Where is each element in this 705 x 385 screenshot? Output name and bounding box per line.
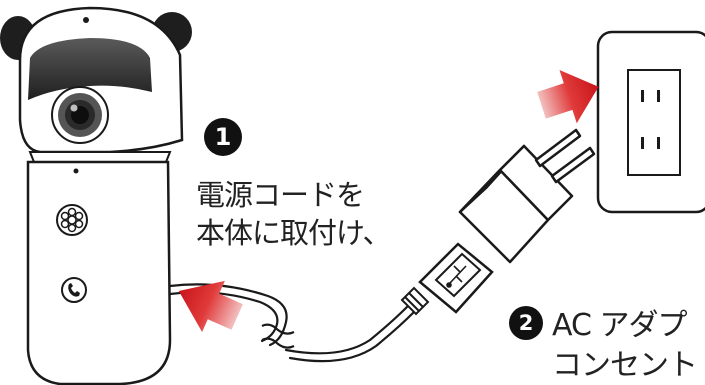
ac-adapter — [458, 128, 596, 264]
arrow-to-camera — [178, 280, 243, 333]
phone-icon — [61, 277, 87, 303]
camera-neck — [28, 151, 172, 163]
step1-number-badge: 1 — [204, 118, 242, 156]
step2-line2: コンセント — [552, 348, 698, 383]
step2-line1: AC アダプ — [552, 308, 687, 343]
usb-connector — [400, 242, 494, 316]
wall-outlet — [596, 30, 705, 214]
step2-number: 2 — [518, 311, 534, 335]
camera-body — [26, 160, 172, 385]
step1-number: 1 — [214, 123, 232, 151]
step2-number-badge: 2 — [509, 306, 543, 340]
camera-indicator-dot — [83, 17, 89, 23]
cable-break-mark — [261, 323, 295, 349]
camera-lens — [51, 86, 109, 144]
camera-mic-dot — [73, 168, 79, 174]
usb-icon — [446, 265, 467, 288]
speaker-grille-icon — [56, 204, 88, 236]
step1-line2: 本体に取付け、 — [196, 216, 392, 250]
arrow-to-outlet — [537, 69, 599, 124]
camera-visor — [28, 38, 152, 100]
camera-device — [0, 6, 192, 385]
step1-line1: 電源コードを — [196, 178, 365, 212]
